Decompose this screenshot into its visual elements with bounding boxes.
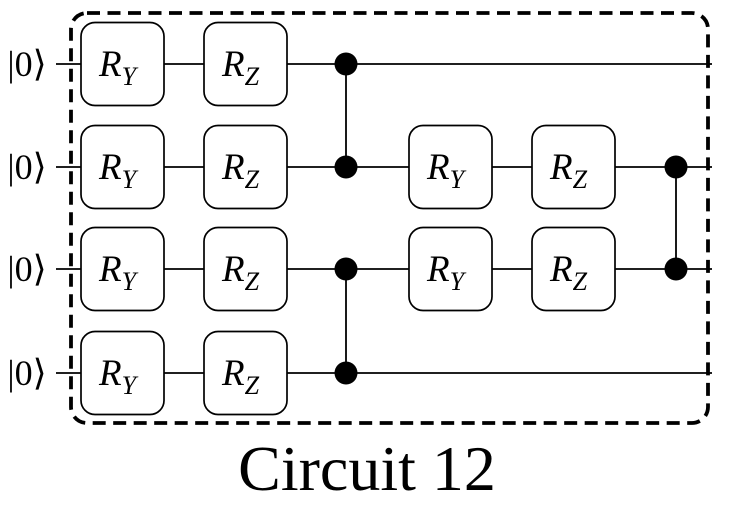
gate-ry-label-q3: RY [98, 353, 139, 400]
gate-ry-box-q3 [80, 330, 165, 416]
gate-ry-box-q2 [408, 226, 493, 312]
gate-rz-box-q1 [531, 124, 616, 210]
qubit-state-label-0: |0⟩ [7, 44, 46, 84]
circuit-diagram: |0⟩ |0⟩ |0⟩ |0⟩ RY RY RY RY RZ RZ RZ RZ RY RY RZ RZ [7, 11, 712, 425]
gate-ry-label-q1: RY [98, 147, 139, 194]
cz-control-dot-q2 [664, 257, 688, 281]
cz-control-dot-q2 [334, 257, 358, 281]
gate-ry-label-q1: RY [426, 147, 467, 194]
gate-rz-box-q2 [531, 226, 616, 312]
gate-rz-box-q0 [203, 21, 288, 107]
cz-control-dot-q3 [334, 361, 358, 385]
gate-rz-label-q3: RZ [221, 353, 260, 400]
gate-ry-label-q2: RY [426, 249, 467, 296]
qubit-state-label-2: |0⟩ [7, 249, 46, 289]
gate-ry-box-q1 [80, 124, 165, 210]
gate-rz-label-q2: RZ [221, 249, 260, 296]
gate-ry-box-q1 [408, 124, 493, 210]
qubit-state-label-3: |0⟩ [7, 353, 46, 393]
cz-control-dot-q0 [334, 52, 358, 76]
gate-rz-box-q1 [203, 124, 288, 210]
ansatz-dashed-border [69, 11, 710, 425]
gate-rz-box-q2 [203, 226, 288, 312]
cz-control-dot-q1 [664, 155, 688, 179]
gate-ry-label-q2: RY [98, 249, 139, 296]
gate-ry-box-q2 [80, 226, 165, 312]
cz-control-dot-q1 [334, 155, 358, 179]
gate-ry-label-q0: RY [98, 44, 139, 91]
gate-rz-label-q1: RZ [221, 147, 260, 194]
gate-rz-label-q2: RZ [549, 249, 588, 296]
gate-rz-label-q1: RZ [549, 147, 588, 194]
circuit-caption: Circuit 12 [238, 433, 496, 504]
gate-ry-box-q0 [80, 21, 165, 107]
gate-rz-label-q0: RZ [221, 44, 260, 91]
qubit-state-label-1: |0⟩ [7, 147, 46, 187]
gate-rz-box-q3 [203, 330, 288, 416]
